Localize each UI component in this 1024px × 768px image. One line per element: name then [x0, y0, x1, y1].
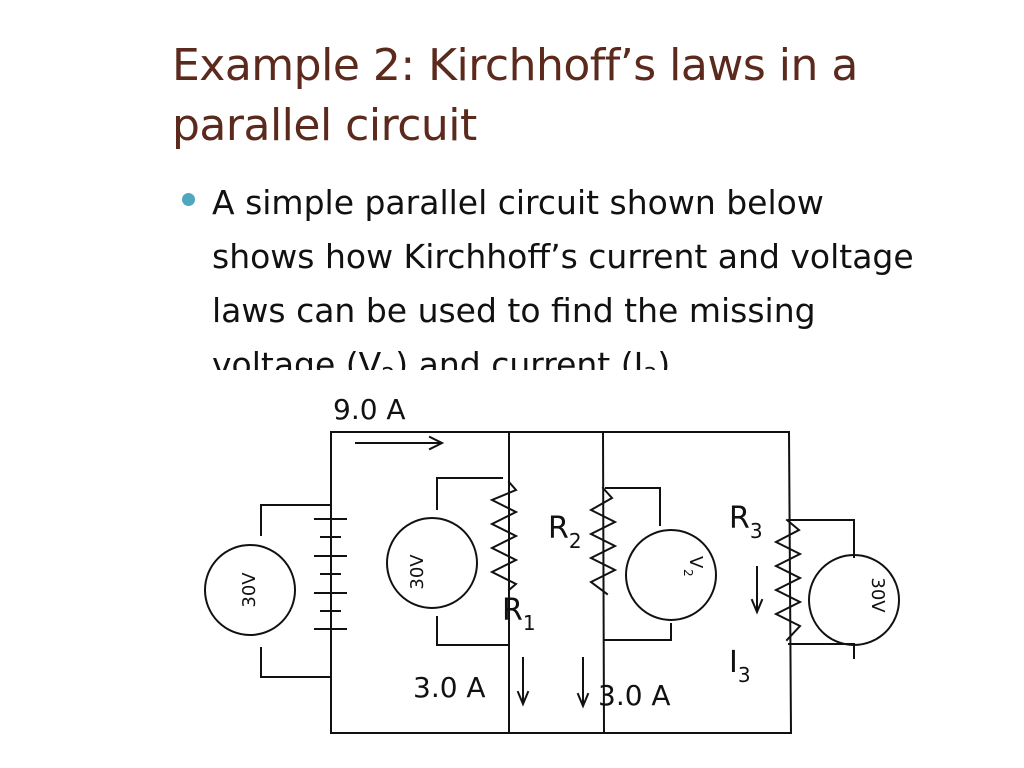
v2-sub: 2	[681, 569, 695, 577]
bullet-text: A simple parallel circuit shown below sh…	[212, 176, 932, 405]
r3-branch	[773, 518, 900, 659]
total-current-label: 9.0 A	[333, 393, 406, 426]
bullet-dot-icon	[182, 193, 195, 206]
r1-branch	[386, 431, 519, 734]
i3-label: I3	[729, 645, 751, 687]
v2-main: V	[685, 556, 706, 569]
i1-arrow	[516, 657, 530, 707]
right-meter-label: 30V	[867, 577, 888, 613]
total-current-arrow	[355, 435, 445, 451]
r1-label: R1	[502, 593, 536, 635]
i1-value-label: 3.0 A	[413, 671, 486, 704]
i3-arrow	[750, 566, 764, 615]
r3-label: R3	[729, 501, 763, 543]
text-crop-mask	[170, 370, 950, 400]
slide-title: Example 2: Kirchhoff’s laws in a paralle…	[172, 40, 858, 151]
left-voltmeter	[204, 504, 332, 678]
i2-arrow	[576, 657, 590, 709]
r2-label: R2	[548, 511, 582, 553]
left-meter-label: 30V	[239, 572, 260, 608]
v2-label: V 2	[681, 556, 706, 577]
mid-meter-label: 30V	[407, 554, 428, 590]
r2-branch	[588, 430, 618, 735]
i2-value-label: 3.0 A	[598, 679, 671, 712]
battery-symbol	[314, 518, 347, 630]
v2-voltmeter	[603, 487, 717, 641]
